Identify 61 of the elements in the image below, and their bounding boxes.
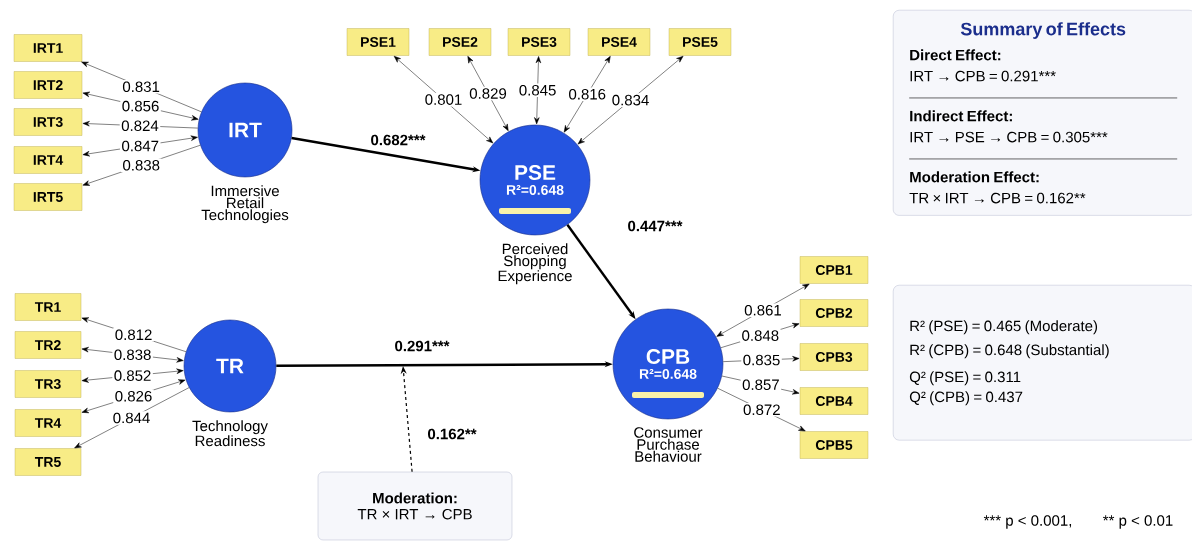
indicator-box: PSE4: [587, 28, 651, 56]
indicator-box: TR2: [14, 331, 82, 359]
loading-arrow: [577, 55, 684, 145]
indicator-box: PSE3: [507, 28, 571, 56]
path-coefficient: 0.447***: [626, 219, 685, 233]
indicator-box: CPB1: [799, 256, 869, 284]
loading-arrow: [82, 91, 199, 121]
indicator-box: TR5: [14, 448, 82, 476]
indicator-box: PSE1: [346, 28, 410, 56]
indicator-box: CPB2: [799, 299, 869, 327]
loading-value: 0.848: [740, 328, 781, 343]
loading-value: 0.845: [517, 83, 558, 97]
indicator-box: PSE2: [428, 28, 492, 56]
indicator-box: PSE5: [668, 28, 732, 56]
loading-arrow: [563, 56, 611, 133]
indicator-box: CPB5: [799, 431, 869, 459]
loading-value: 0.861: [742, 303, 784, 318]
loading-value: 0.838: [120, 158, 162, 173]
loading-value: 0.847: [119, 139, 161, 153]
indicator-box: IRT1: [13, 34, 83, 62]
loading-value: 0.824: [119, 118, 161, 133]
loading-value: 0.829: [467, 86, 509, 101]
loading-value: 0.835: [741, 353, 782, 367]
construct-label: Technology Readiness: [192, 420, 268, 447]
loading-arrow: [716, 283, 810, 337]
indicator-box: TR4: [14, 409, 82, 437]
loading-value: 0.826: [113, 389, 154, 403]
loading-value: 0.812: [113, 327, 154, 342]
construct-label: Consumer Purchase Behaviour: [634, 427, 703, 462]
loading-value: 0.816: [566, 87, 608, 102]
loading-value: 0.801: [423, 92, 464, 107]
significance-note: ** p < 0.01: [1103, 515, 1173, 529]
indicator-box: CPB4: [799, 387, 869, 415]
fit-statistics-panel: R² (PSE) = 0.465 (Moderate) R² (CPB) = 0.648 (Substantial) Q² (PSE) = 0.311 Q² (CPB) = 0.437: [893, 285, 1192, 441]
path-coefficient: 0.682***: [369, 133, 428, 147]
path-coefficient: 0.162**: [425, 427, 479, 441]
indicator-box: IRT2: [13, 71, 83, 99]
loading-value: 0.852: [112, 368, 153, 383]
loading-value: 0.831: [120, 79, 162, 94]
construct-label: Immersive Retail Technologies: [201, 185, 289, 224]
loading-arrow: [81, 368, 184, 383]
indicator-box: IRT3: [13, 108, 83, 136]
summary-panel: Summary of Effects Direct Effect: IRT → CPB = 0.291*** Indirect Effect: IRT → PSE → CPB = 0.305*** Moderation Effect: TR × IRT → CPB = 0.162**: [893, 10, 1192, 216]
indicator-box: IRT5: [13, 183, 83, 211]
loading-arrow: [467, 56, 509, 132]
indicator-box: IRT4: [13, 146, 83, 174]
indicator-box: TR1: [14, 293, 82, 321]
loading-value: 0.857: [740, 377, 782, 392]
indicator-box: TR3: [14, 370, 82, 398]
loading-value: 0.856: [120, 99, 161, 113]
indicator-box: CPB3: [799, 343, 869, 371]
loading-value: 0.838: [112, 347, 153, 362]
loading-value: 0.872: [741, 402, 783, 417]
moderation-box: Moderation: TR × IRT → CPB: [317, 471, 513, 541]
construct-label: Perceived Shopping Experience: [498, 243, 572, 285]
loading-arrow: [393, 55, 494, 144]
loading-arrow: [534, 56, 542, 125]
path-coefficient: 0.291***: [393, 339, 452, 353]
significance-note: *** p < 0.001,: [983, 515, 1072, 529]
loading-value: 0.844: [111, 411, 152, 425]
loading-value: 0.834: [610, 93, 651, 107]
